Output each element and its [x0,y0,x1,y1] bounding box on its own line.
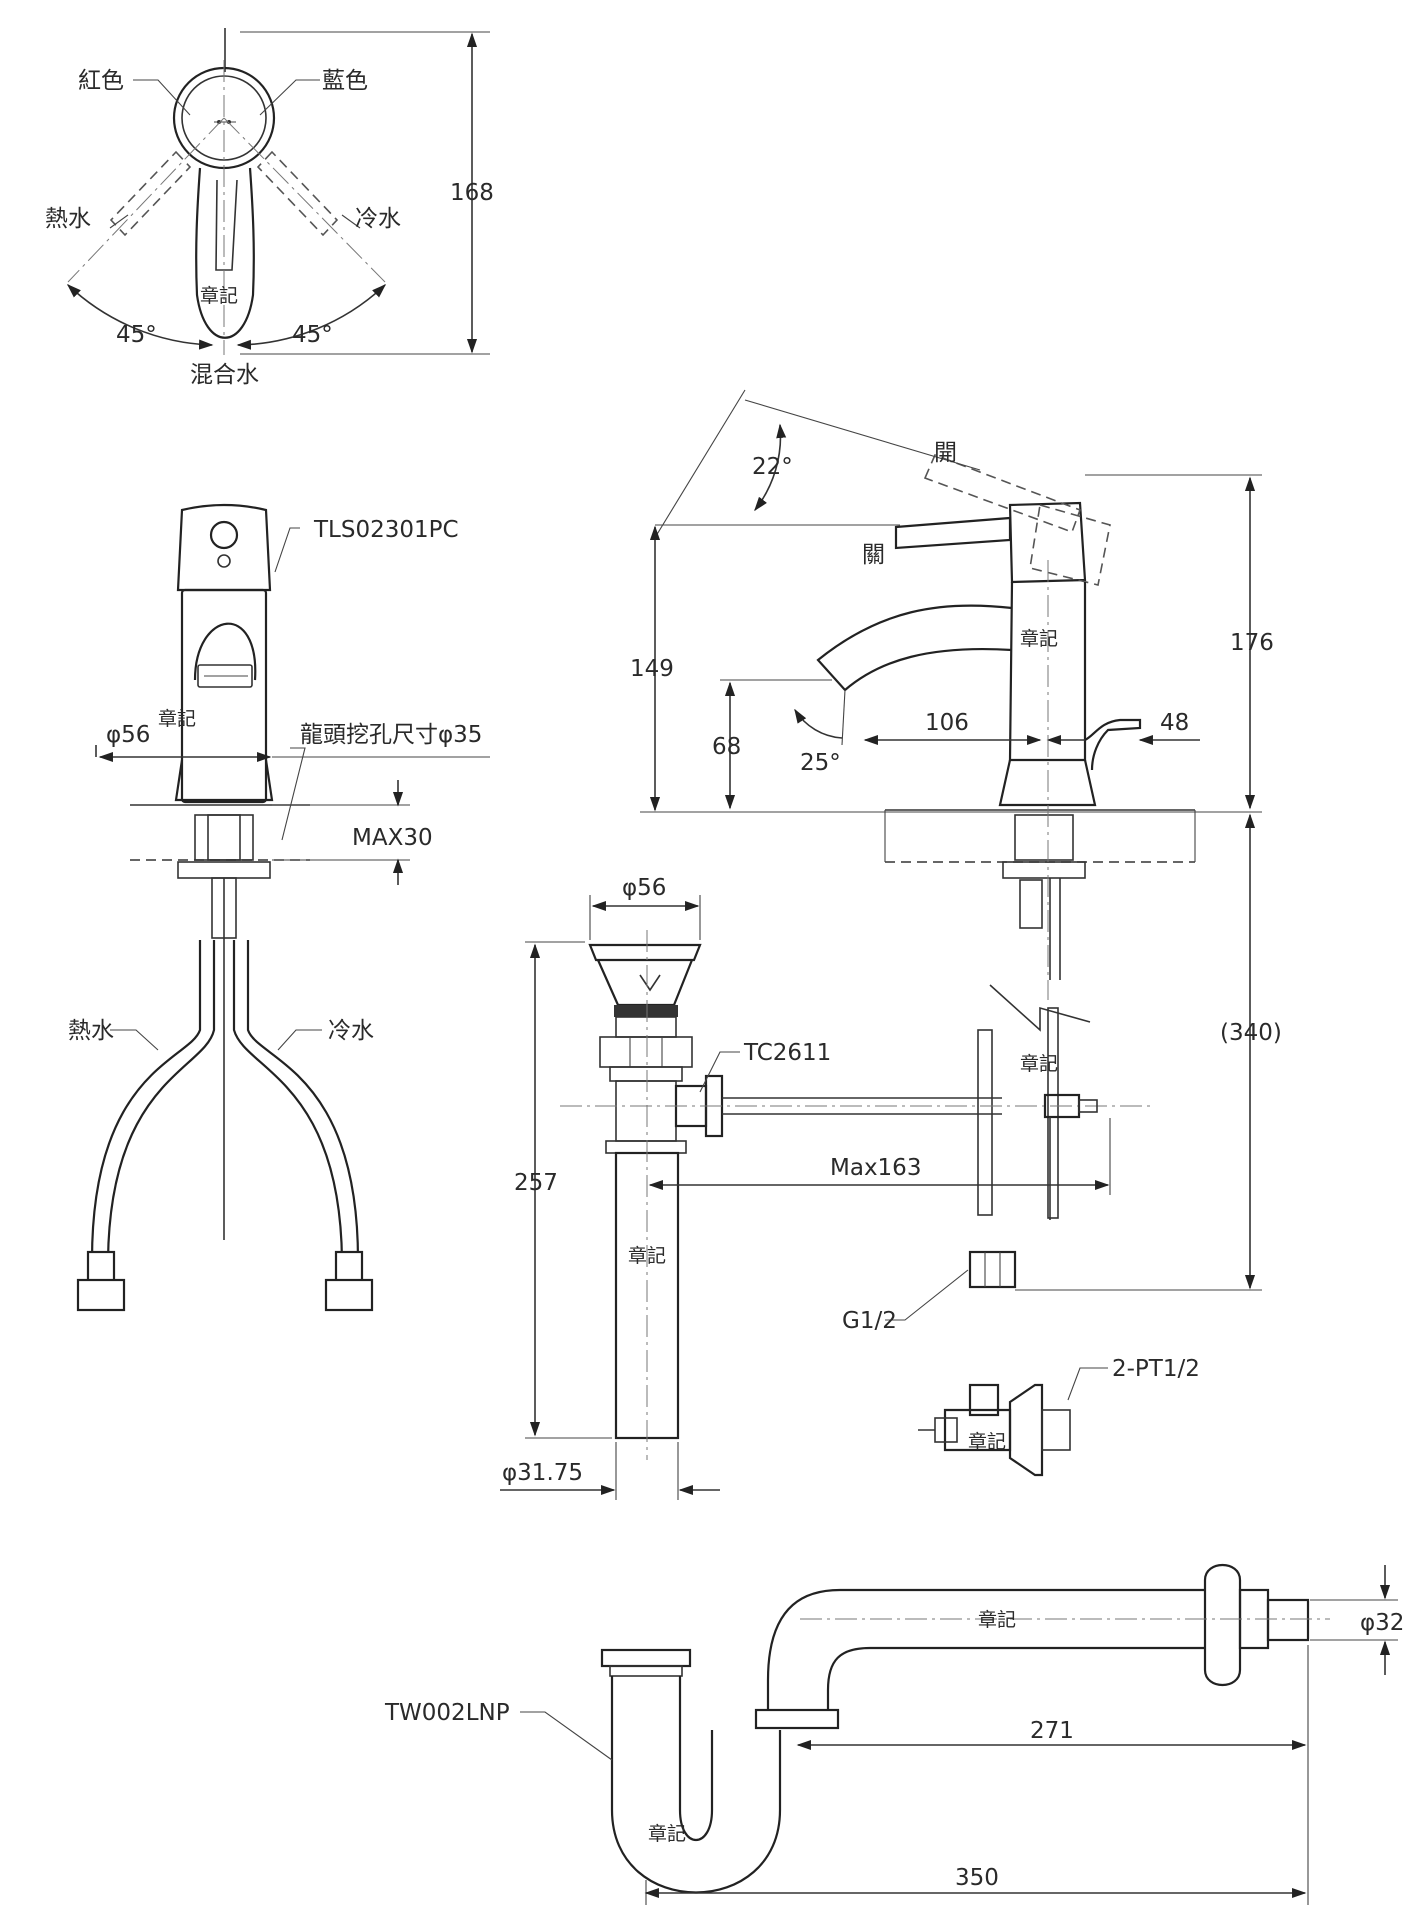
blue-label: 藍色 [322,68,368,94]
drain-model-label: TC2611 [743,1040,831,1066]
top-view: 紅色 藍色 熱水 冷水 章記 45° 45° 混合水 168 [45,28,494,388]
mark-label-lower: 章記 [1020,1053,1058,1075]
open-label: 開 [934,440,957,466]
close-label: 關 [862,542,885,568]
angle-open-label: 22° [752,454,793,480]
max-thickness-label: MAX30 [352,825,433,851]
base-diameter-label: φ56 [106,722,150,748]
drain-height-label: 257 [514,1170,558,1196]
length-106-label: 106 [925,710,969,736]
side-view: 22° 開 關 章記 149 176 68 106 48 25° (340) 章… [630,389,1282,1291]
valve-thread-label: 2-PT1/2 [1112,1356,1200,1382]
height-168-label: 168 [450,180,494,206]
height-176-label: 176 [1230,630,1274,656]
mark-label: 章記 [1020,628,1058,650]
height-68-label: 68 [712,734,741,760]
mark-label: 章記 [968,1431,1006,1453]
hot-water-label: 熱水 [45,206,91,232]
angle-right-label: 45° [292,322,333,348]
height-149-label: 149 [630,656,674,682]
mark-label: 章記 [158,708,196,730]
pipe-diameter-label: φ31.75 [502,1460,583,1486]
pop-up-drain: φ56 TC2611 Max163 257 章記 φ31.75 G1/2 [500,875,1150,1500]
height-340-label: (340) [1220,1020,1282,1046]
hole-size-label: 龍頭挖孔尺寸φ35 [300,722,482,748]
length-350-label: 350 [955,1865,999,1891]
drain-diameter-label: φ56 [622,875,666,901]
trap-model-label: TW002LNP [384,1700,510,1726]
front-view: TLS02301PC 章記 φ56 龍頭挖孔尺寸φ35 MAX30 熱水 冷水 [68,503,490,1312]
mark-label: 章記 [200,285,238,307]
max-length-label: Max163 [830,1155,921,1181]
p-trap: TW002LNP 章記 章記 φ32 271 350 [384,1564,1404,1905]
mark-label-top: 章記 [978,1609,1016,1631]
angle-spout-label: 25° [800,750,841,776]
red-label: 紅色 [78,68,124,94]
mixed-water-label: 混合水 [190,362,259,388]
cold-water-label: 冷水 [355,206,401,232]
thread-label: G1/2 [842,1308,897,1334]
trap-diameter-label: φ32 [1360,1610,1404,1636]
mark-label: 章記 [628,1245,666,1267]
hot-water-label: 熱水 [68,1018,114,1044]
length-48-label: 48 [1160,710,1189,736]
mark-label-bottom: 章記 [648,1823,686,1845]
cold-water-label: 冷水 [328,1018,374,1044]
angle-left-label: 45° [116,322,157,348]
faucet-model-label: TLS02301PC [313,517,459,543]
angle-valve: 2-PT1/2 章記 [918,1356,1200,1477]
length-271-label: 271 [1030,1718,1074,1744]
